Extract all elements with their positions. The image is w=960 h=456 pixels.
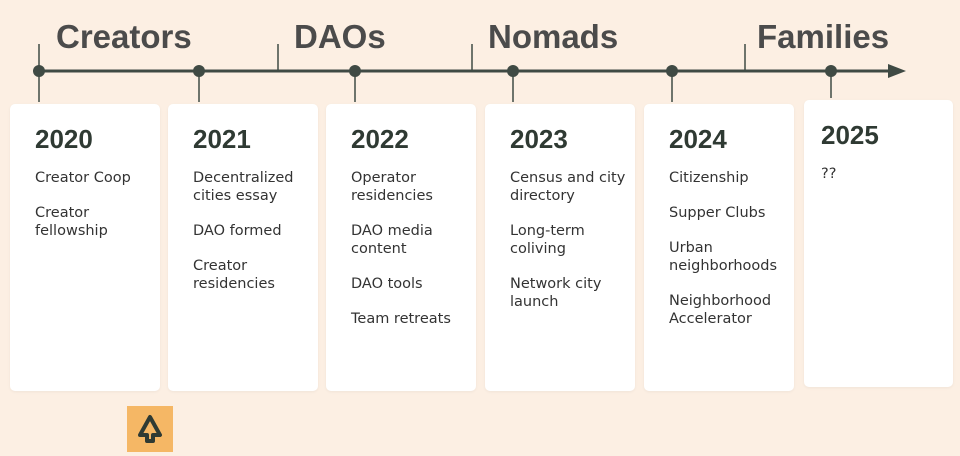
card-item: Urban neighborhoods [669, 240, 778, 274]
card-year: 2023 [510, 124, 568, 154]
card-year: 2025 [821, 120, 879, 150]
card-item: Citizenship [669, 170, 749, 186]
year-dot-2021 [193, 65, 205, 77]
year-dot-2024 [666, 65, 678, 77]
card-item: Neighborhood Accelerator [669, 293, 772, 327]
card-item: DAO tools [351, 276, 423, 292]
card-item: Network city launch [510, 276, 602, 310]
year-card-2025: 2025 ?? [804, 100, 953, 387]
year-dot-2023 [507, 65, 519, 77]
year-card-2020: 2020 Creator Coop Creator fellowship [10, 104, 160, 391]
card-item-list: Creator Coop Creator fellowship [35, 169, 152, 257]
card-item: Creator residencies [193, 258, 275, 292]
card-item: ?? [821, 166, 837, 182]
card-item: Operator residencies [351, 170, 433, 204]
card-item: Creator Coop [35, 170, 131, 186]
year-dot-2022 [349, 65, 361, 77]
card-year: 2021 [193, 124, 251, 154]
card-year: 2020 [35, 124, 93, 154]
phase-label-daos: DAOs [294, 18, 386, 55]
timeline [33, 44, 906, 102]
phase-label-nomads: Nomads [488, 18, 619, 55]
tree-icon [138, 415, 162, 443]
phase-label-families: Families [757, 18, 890, 55]
year-card-2022: 2022 Operator residencies DAO media cont… [326, 104, 476, 391]
card-item-list: Census and city directory Long-term coli… [510, 169, 627, 328]
year-dot-2020 [33, 65, 45, 77]
timeline-arrowhead [888, 64, 906, 78]
year-dot-2025 [825, 65, 837, 77]
card-item: DAO media content [351, 223, 433, 257]
year-card-2021: 2021 Decentralized cities essay DAO form… [168, 104, 318, 391]
card-item: Team retreats [351, 311, 451, 327]
logo [127, 406, 173, 452]
card-year: 2024 [669, 124, 727, 154]
card-item: Supper Clubs [669, 205, 766, 221]
card-item: Creator fellowship [35, 205, 108, 239]
card-item: Census and city directory [510, 170, 626, 204]
card-year: 2022 [351, 124, 409, 154]
card-item: DAO formed [193, 223, 282, 239]
card-item-list: Operator residencies DAO media content D… [351, 169, 468, 345]
phase-label-creators: Creators [56, 18, 192, 55]
year-card-2023: 2023 Census and city directory Long-term… [485, 104, 635, 391]
card-item-list: Citizenship Supper Clubs Urban neighborh… [669, 169, 786, 345]
card-item: Long-term coliving [510, 223, 585, 257]
card-item-list: Decentralized cities essay DAO formed Cr… [193, 169, 310, 310]
card-item: Decentralized cities essay [193, 170, 294, 204]
card-item-list: ?? [821, 165, 945, 200]
year-card-2024: 2024 Citizenship Supper Clubs Urban neig… [644, 104, 794, 391]
